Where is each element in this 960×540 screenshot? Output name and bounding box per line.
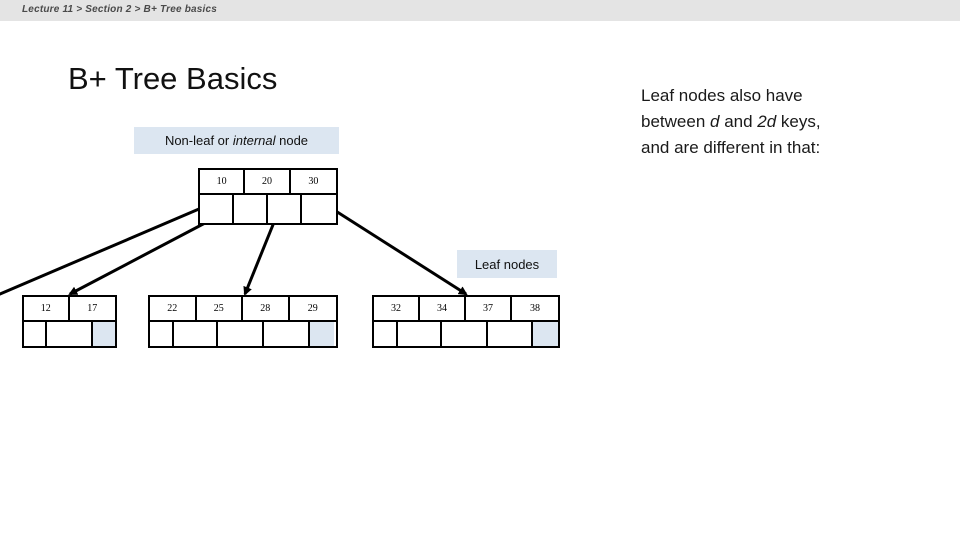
callout-nonleaf-post: node xyxy=(275,133,309,148)
node-key-row: 12 17 xyxy=(24,297,115,322)
node-key-cell[interactable]: 34 xyxy=(420,297,466,320)
description-line-1: Leaf nodes also have xyxy=(641,86,803,105)
node-pointer-cell[interactable] xyxy=(218,322,264,346)
node-pointer-cell[interactable] xyxy=(398,322,442,346)
description-d-symbol: d xyxy=(710,112,720,131)
description-line-2-pre: between xyxy=(641,112,710,131)
node-pointer-cell[interactable] xyxy=(488,322,533,346)
callout-nonleaf-pre: Non-leaf or xyxy=(164,133,233,148)
node-key-cell[interactable]: 10 xyxy=(200,170,246,193)
node-key-cell[interactable]: 22 xyxy=(150,297,197,320)
callout-leaf-nodes: Leaf nodes xyxy=(457,250,557,278)
description-line-2-post: keys, xyxy=(776,112,821,131)
node-pointer-cell[interactable] xyxy=(302,195,336,223)
description-line-3: and are different in that: xyxy=(641,138,821,157)
node-key-cell[interactable]: 12 xyxy=(24,297,70,320)
breadcrumb-bar: Lecture 11 > Section 2 > B+ Tree basics xyxy=(0,0,960,21)
node-pointer-cell[interactable] xyxy=(174,322,218,346)
page-title: B+ Tree Basics xyxy=(68,61,278,96)
node-pointer-cell[interactable] xyxy=(442,322,488,346)
node-pointer-cell[interactable] xyxy=(24,322,47,346)
node-key-cell[interactable]: 30 xyxy=(308,176,319,187)
callout-leaf-label: Leaf nodes xyxy=(474,256,540,272)
leaf-next-pointer-cell[interactable] xyxy=(93,322,115,346)
node-key-cell[interactable]: 28 xyxy=(243,297,290,320)
node-pointer-cell[interactable] xyxy=(264,322,310,346)
description-2d-symbol: 2d xyxy=(757,112,777,131)
node-key-row: 22 25 28 29 xyxy=(150,297,336,322)
callout-non-leaf-node: Non-leaf or internal node xyxy=(134,127,339,154)
leaf-next-pointer-cell[interactable] xyxy=(310,322,334,346)
connector-root-ptr4 xyxy=(319,199,468,296)
leaf-next-pointer-cell[interactable] xyxy=(533,322,558,346)
breadcrumb: Lecture 11 > Section 2 > B+ Tree basics xyxy=(22,4,218,15)
description-line-2-mid: and xyxy=(719,112,758,131)
node-pointer-cell[interactable] xyxy=(374,322,398,346)
internal-node-root[interactable]: 10 20 30 xyxy=(198,168,338,225)
node-pointer-cell[interactable] xyxy=(150,322,174,346)
node-key-row: 10 20 30 xyxy=(200,170,336,195)
node-pointer-cell[interactable] xyxy=(268,195,302,223)
leaf-node-3[interactable]: 32 34 37 38 xyxy=(372,295,560,348)
node-key-row: 32 34 37 38 xyxy=(374,297,558,322)
node-key-cell[interactable]: 32 xyxy=(374,297,420,320)
node-pointer-cell[interactable] xyxy=(234,195,268,223)
leaf-node-description: Leaf nodes also have between d and 2d ke… xyxy=(641,83,931,161)
node-pointer-row xyxy=(24,322,115,346)
node-key-cell[interactable]: 29 xyxy=(307,303,318,314)
connector-root-ptr1 xyxy=(0,201,214,296)
node-key-cell[interactable]: 25 xyxy=(197,297,243,320)
leaf-node-1[interactable]: 12 17 xyxy=(22,295,117,348)
callout-nonleaf-emphasis: internal xyxy=(232,133,276,148)
node-pointer-row xyxy=(374,322,558,346)
node-pointer-row xyxy=(150,322,336,346)
node-pointer-cell[interactable] xyxy=(47,322,93,346)
node-pointer-row xyxy=(200,195,336,223)
node-key-cell[interactable]: 38 xyxy=(530,303,540,314)
node-key-cell[interactable]: 20 xyxy=(245,170,291,193)
node-key-cell[interactable]: 17 xyxy=(87,303,98,314)
leaf-node-2[interactable]: 22 25 28 29 xyxy=(148,295,338,348)
node-pointer-cell[interactable] xyxy=(200,195,234,223)
node-key-cell[interactable]: 37 xyxy=(466,297,512,320)
